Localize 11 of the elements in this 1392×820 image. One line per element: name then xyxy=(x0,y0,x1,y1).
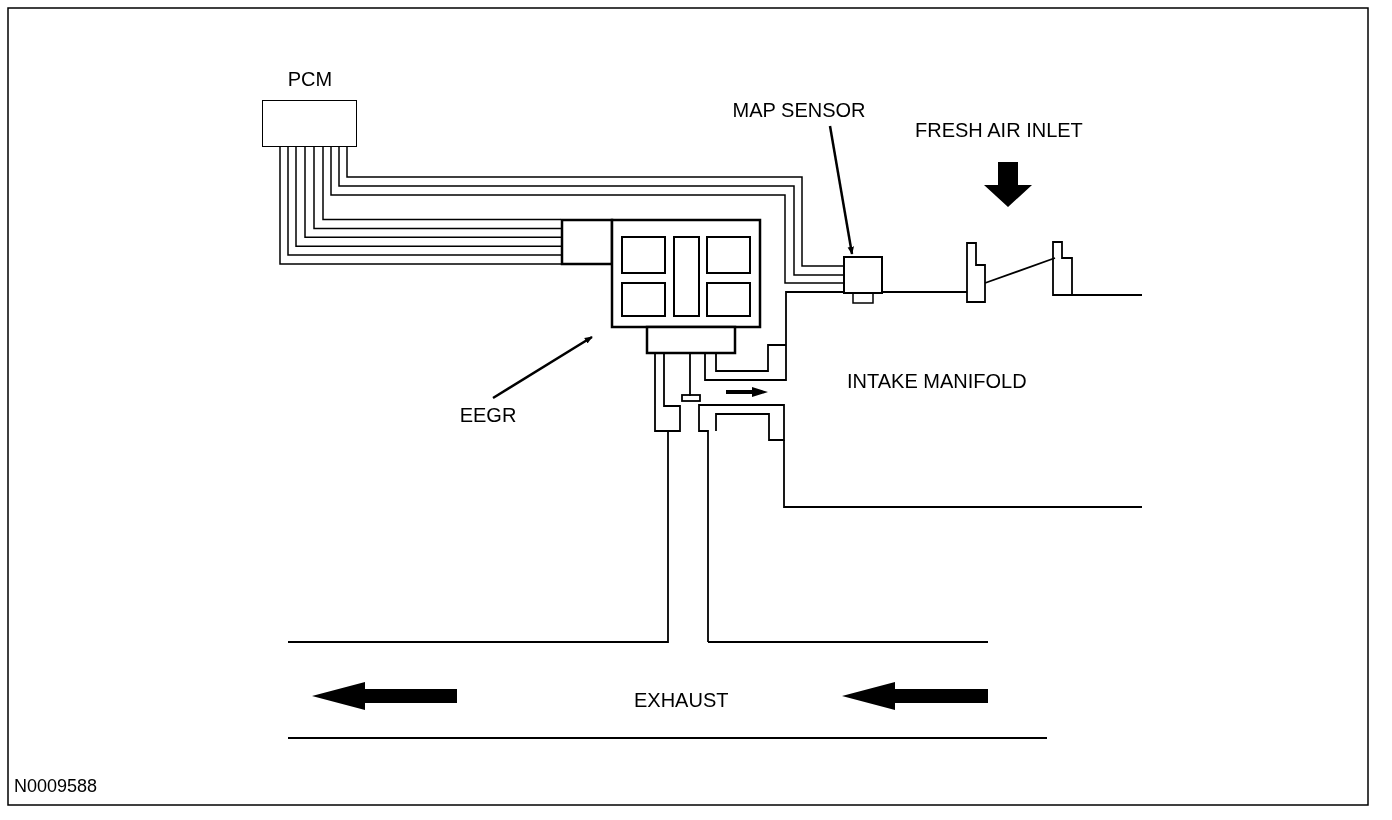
part-label: INTAKE MANIFOLD xyxy=(847,370,1027,392)
leader-line xyxy=(828,125,854,255)
leader-line xyxy=(492,335,593,400)
wire-harness xyxy=(279,146,562,265)
flow-label: FRESH AIR INLET xyxy=(915,119,1083,141)
part-label: EXHAUST xyxy=(634,689,729,711)
wire-harness xyxy=(330,146,845,284)
component-label: EEGR xyxy=(455,404,521,426)
figure-number: N0009588 xyxy=(14,775,98,797)
component-label: PCM xyxy=(286,68,334,90)
component-label: MAP SENSOR xyxy=(723,99,875,121)
